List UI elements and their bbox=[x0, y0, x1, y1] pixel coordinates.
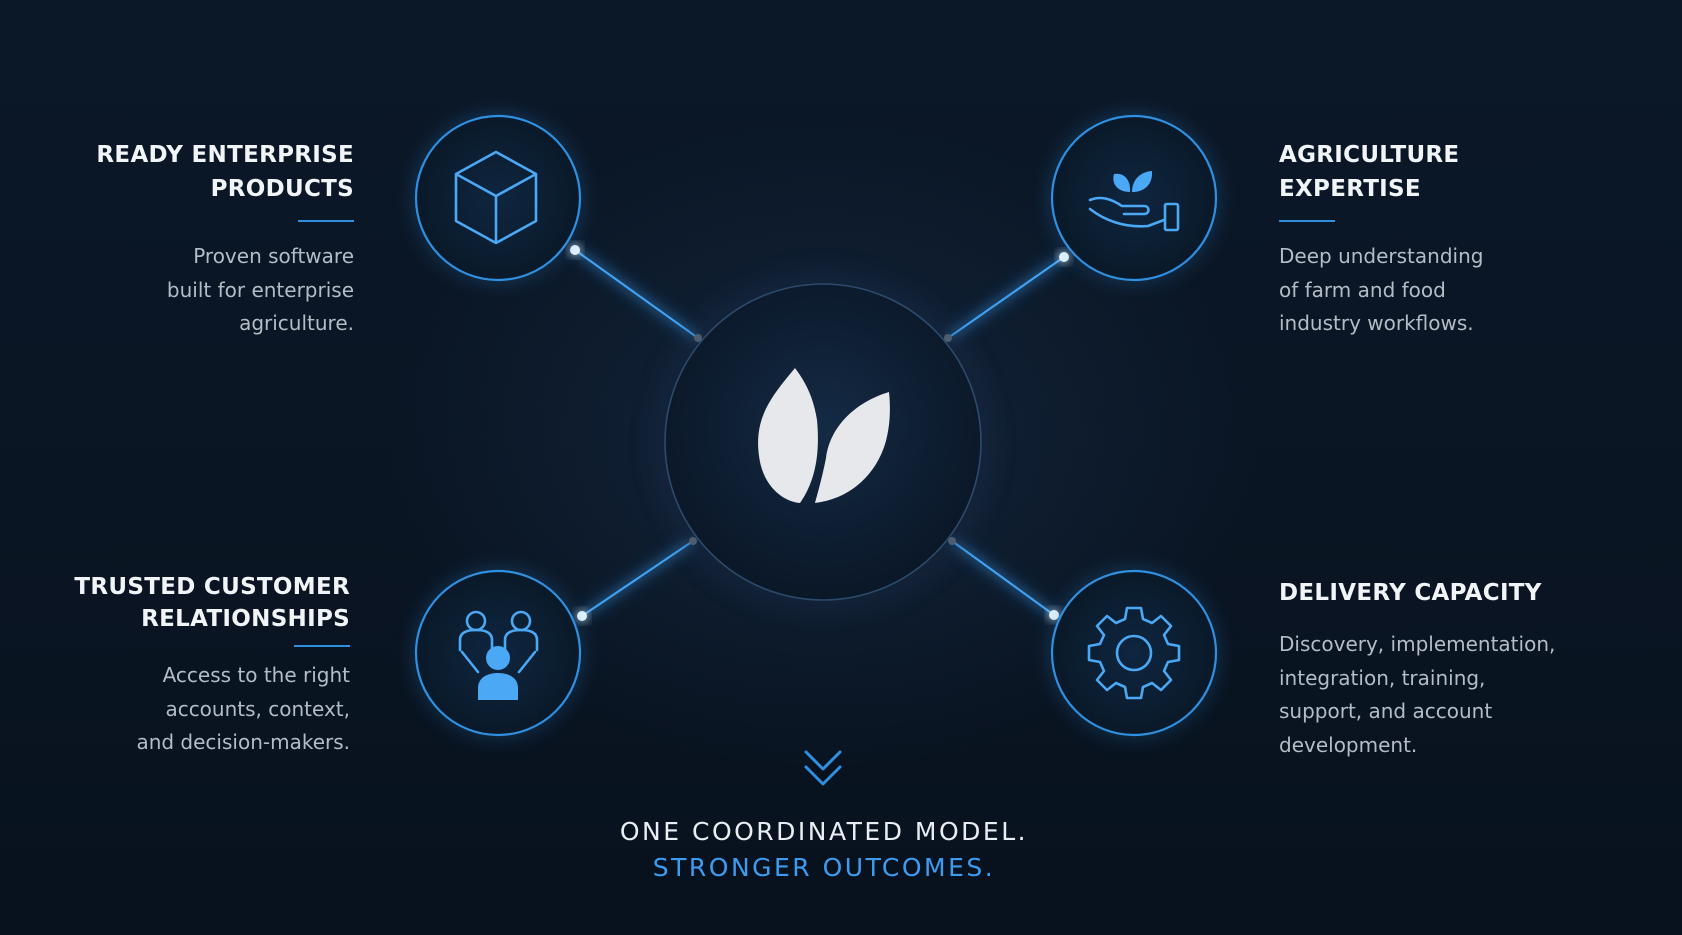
center-hub bbox=[647, 266, 999, 618]
node-agriculture-expertise bbox=[1048, 112, 1220, 284]
description-line: built for enterprise bbox=[166, 277, 354, 302]
people-group-icon bbox=[458, 610, 539, 700]
title-divider bbox=[1279, 220, 1335, 222]
description-line: support, and account bbox=[1279, 699, 1493, 723]
feature-title-line: READY ENTERPRISE bbox=[96, 142, 354, 168]
node-trusted-customer-relationships bbox=[412, 567, 584, 739]
feature-title-line: RELATIONSHIPS bbox=[141, 606, 350, 632]
feature-trusted-customer-relationships: TRUSTED CUSTOMER RELATIONSHIPS Access to… bbox=[74, 571, 350, 760]
node-delivery-capacity bbox=[1048, 567, 1220, 739]
feature-title: READY ENTERPRISE PRODUCTS bbox=[96, 138, 354, 206]
feature-title-line: EXPERTISE bbox=[1279, 176, 1421, 202]
node-ready-enterprise-products bbox=[412, 112, 584, 284]
feature-description: Deep understanding of farm and food indu… bbox=[1279, 240, 1483, 341]
feature-title: DELIVERY CAPACITY bbox=[1279, 576, 1555, 610]
description-line: of farm and food bbox=[1279, 277, 1446, 302]
feature-delivery-capacity: DELIVERY CAPACITY Discovery, implementat… bbox=[1279, 576, 1555, 762]
feature-title-line: DELIVERY CAPACITY bbox=[1279, 580, 1542, 606]
connector-top-left bbox=[570, 245, 702, 342]
feature-title: TRUSTED CUSTOMER RELATIONSHIPS bbox=[74, 571, 350, 635]
description-line: integration, training, bbox=[1279, 665, 1486, 690]
feature-title-line: AGRICULTURE bbox=[1279, 142, 1460, 168]
feature-title-line: TRUSTED CUSTOMER bbox=[74, 574, 350, 600]
feature-description: Access to the right accounts, context, a… bbox=[74, 659, 350, 760]
description-line: agriculture. bbox=[239, 311, 354, 335]
headline-line-1: ONE COORDINATED MODEL. bbox=[619, 817, 1029, 846]
description-line: Deep understanding bbox=[1279, 244, 1484, 268]
cube-icon bbox=[454, 150, 538, 245]
connector-bottom-left bbox=[577, 537, 697, 621]
connector-bottom-right bbox=[948, 537, 1059, 620]
closing-headline: ONE COORDINATED MODEL. STRONGER OUTCOMES… bbox=[0, 814, 1648, 886]
feature-description: Discovery, implementation, integration, … bbox=[1279, 628, 1555, 762]
description-line: Discovery, implementation, bbox=[1279, 632, 1556, 656]
feature-ready-enterprise-products: READY ENTERPRISE PRODUCTS Proven softwar… bbox=[96, 138, 354, 341]
feature-agriculture-expertise: AGRICULTURE EXPERTISE Deep understanding… bbox=[1279, 138, 1483, 341]
headline-line-2: STRONGER OUTCOMES. bbox=[652, 853, 996, 882]
description-line: Access to the right bbox=[162, 663, 350, 687]
connector-top-right bbox=[944, 252, 1069, 342]
description-line: accounts, context, bbox=[165, 696, 350, 721]
description-line: Proven software bbox=[193, 244, 354, 268]
title-divider bbox=[298, 220, 354, 222]
hand-holding-sprout-icon bbox=[1088, 171, 1180, 232]
description-line: industry workflows. bbox=[1279, 311, 1474, 335]
feature-description: Proven software built for enterprise agr… bbox=[96, 240, 354, 341]
description-line: development. bbox=[1279, 732, 1418, 757]
double-chevron-down-icon bbox=[804, 750, 842, 786]
title-divider bbox=[294, 645, 350, 647]
gear-icon bbox=[1087, 606, 1181, 700]
two-leaf-logo-icon bbox=[758, 368, 890, 503]
feature-title: AGRICULTURE EXPERTISE bbox=[1279, 138, 1483, 206]
description-line: and decision-makers. bbox=[136, 730, 350, 754]
feature-title-line: PRODUCTS bbox=[210, 176, 354, 202]
